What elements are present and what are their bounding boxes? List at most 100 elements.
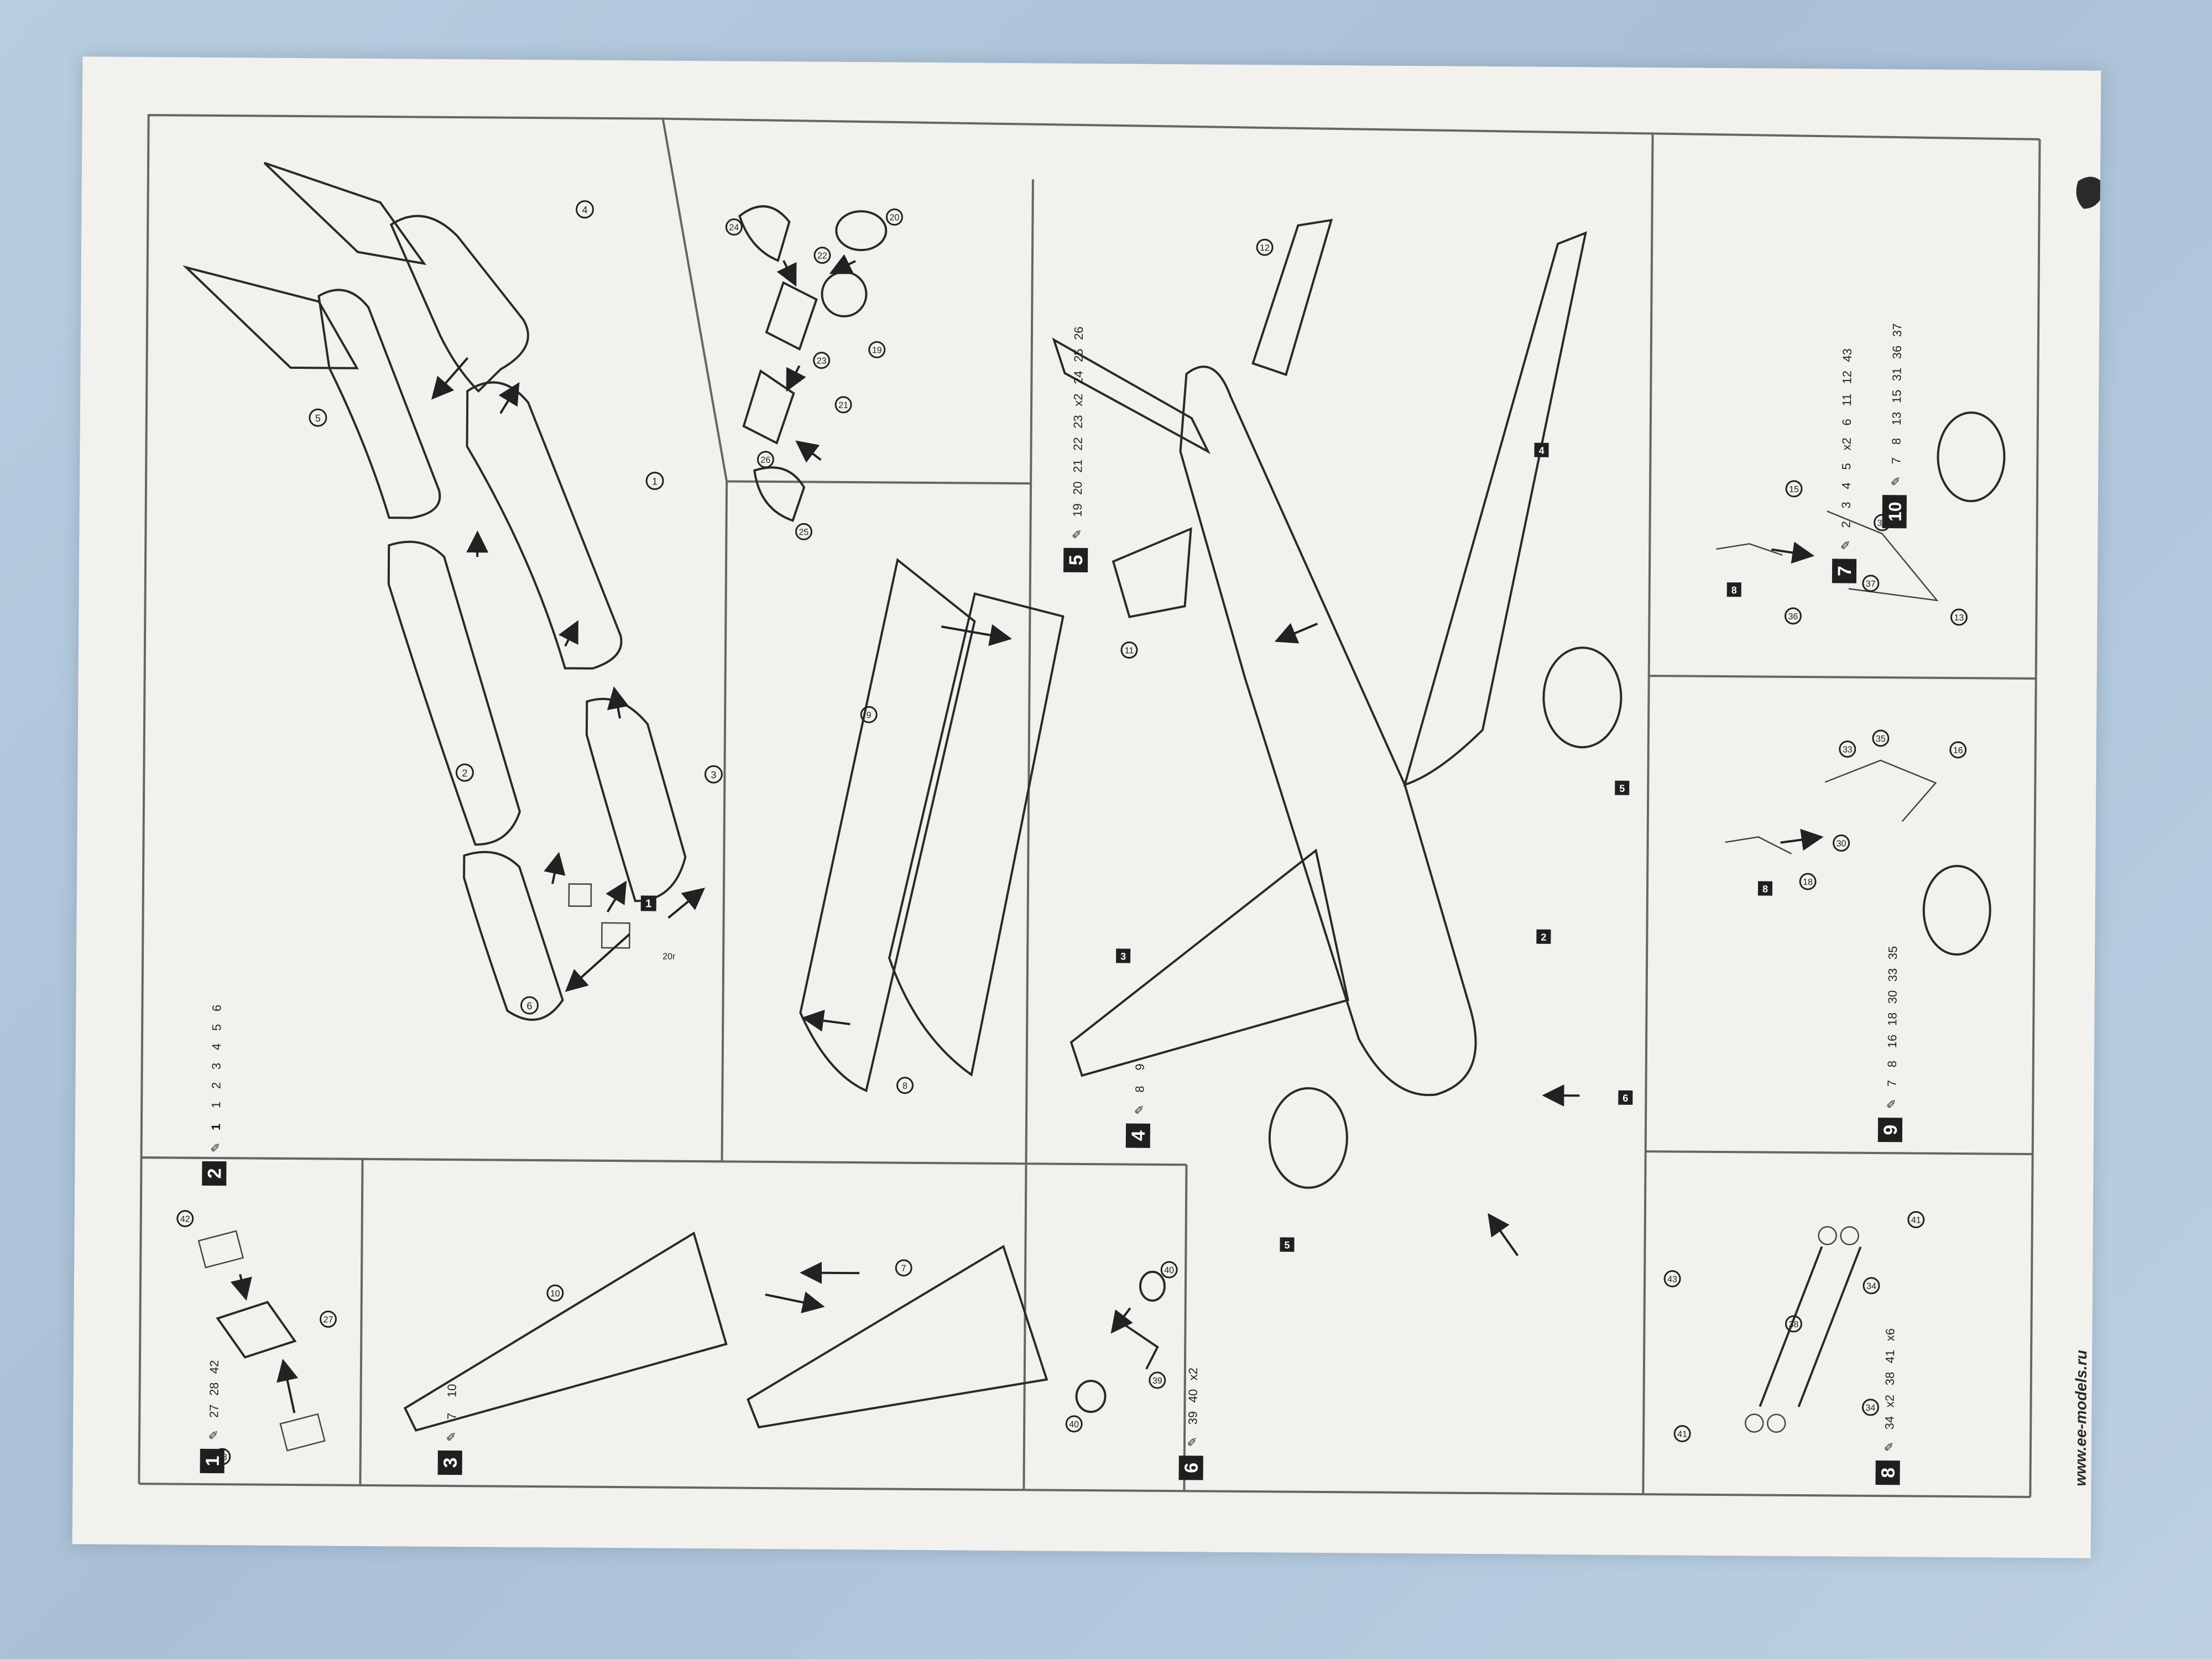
callout-34b: 34 xyxy=(1865,1404,1875,1413)
callout-3: 3 xyxy=(711,769,716,780)
step-1-header: 1 ✎ 27 28 42 xyxy=(200,1360,225,1474)
svg-text:25: 25 xyxy=(1072,348,1086,362)
callout-1: 1 xyxy=(652,476,658,487)
svg-text:20: 20 xyxy=(1071,481,1084,495)
svg-text:22: 22 xyxy=(1071,437,1085,451)
callout-41b: 41 xyxy=(1677,1430,1687,1439)
svg-text:36: 36 xyxy=(1890,346,1904,359)
glue-tube-icon: ✎ xyxy=(209,1142,223,1152)
callout-16: 16 xyxy=(1953,746,1963,755)
step-3-part-labels: 10 7 xyxy=(546,1259,912,1302)
step-8-header: 8 ✎ 34 x2 38 41 x6 xyxy=(1875,1328,1900,1485)
svg-text:12: 12 xyxy=(1840,371,1854,384)
substep-5-ref-b: 5 xyxy=(1284,1240,1290,1251)
svg-text:8: 8 xyxy=(1885,1061,1899,1067)
svg-text:1: 1 xyxy=(202,1455,223,1466)
step-3-drawing xyxy=(403,1232,1048,1432)
glue-tube-icon: ✎ xyxy=(1885,1099,1898,1109)
svg-text:10: 10 xyxy=(445,1384,459,1397)
glue-tube-icon: ✎ xyxy=(445,1431,458,1442)
svg-text:24: 24 xyxy=(1071,371,1085,384)
svg-text:6: 6 xyxy=(210,1005,223,1011)
svg-text:x2: x2 xyxy=(1186,1368,1200,1380)
callout-22: 22 xyxy=(817,252,827,261)
svg-text:40: 40 xyxy=(1186,1389,1199,1403)
step-9-header: 9 ✎ 7 8 16 18 30 33 35 xyxy=(1877,946,1903,1142)
callout-12: 12 xyxy=(1260,243,1270,253)
svg-text:13: 13 xyxy=(1890,412,1903,426)
step-1-part-labels: 42 27 28 xyxy=(176,1210,337,1465)
svg-text:16: 16 xyxy=(1885,1035,1899,1048)
svg-text:11: 11 xyxy=(1840,394,1854,406)
svg-text:4: 4 xyxy=(1839,482,1853,489)
callout-26: 26 xyxy=(760,456,770,465)
callout-13: 13 xyxy=(1954,613,1964,623)
svg-text:x2: x2 xyxy=(1882,1395,1896,1407)
svg-text:5: 5 xyxy=(1066,555,1087,565)
step-6-header: 6 ✎ 39 40 x2 xyxy=(1178,1368,1203,1480)
svg-text:43: 43 xyxy=(1840,348,1854,362)
svg-text:3: 3 xyxy=(440,1457,461,1468)
svg-text:2: 2 xyxy=(1839,521,1853,528)
callout-27: 27 xyxy=(324,1315,333,1324)
step-10-part-labels: 15 31 37 36 13 8 xyxy=(1726,480,1968,626)
callout-43: 43 xyxy=(1667,1275,1677,1284)
svg-text:x2: x2 xyxy=(1071,394,1085,406)
instruction-sheet: 4 1 5 2 3 6 1 20г 24 22 20 23 19 26 21 2… xyxy=(72,56,2101,1558)
svg-text:2: 2 xyxy=(209,1082,223,1089)
svg-text:7: 7 xyxy=(1885,1080,1899,1087)
substep-2-ref: 2 xyxy=(1541,932,1546,943)
step-7-part-labels: 12 4 11 3 2 5 5 6 43 xyxy=(1116,238,1681,1287)
step-4-drawing xyxy=(799,558,1065,1093)
step-7-header: 7 ✎ 2 3 4 5 x2 6 11 12 43 xyxy=(1832,348,1857,583)
callout-39: 39 xyxy=(1152,1376,1162,1386)
svg-text:3: 3 xyxy=(210,1063,223,1070)
callout-23: 23 xyxy=(817,357,827,366)
step-2-drawing xyxy=(182,161,706,1021)
substep-6-ref: 6 xyxy=(1623,1093,1628,1104)
svg-text:5: 5 xyxy=(1839,463,1853,469)
website-url: www.ee-models.ru xyxy=(2072,1350,2090,1486)
glue-tube-icon: ✎ xyxy=(1882,1442,1896,1452)
callout-5: 5 xyxy=(315,413,321,424)
glue-tube-icon: ✎ xyxy=(1889,476,1903,487)
callout-10: 10 xyxy=(550,1289,560,1298)
svg-text:10: 10 xyxy=(1885,502,1905,521)
callout-15: 15 xyxy=(1789,485,1799,494)
callout-24: 24 xyxy=(729,223,739,232)
svg-text:34: 34 xyxy=(1882,1416,1896,1430)
step-8-drawing xyxy=(1745,1226,1862,1433)
svg-text:28: 28 xyxy=(207,1382,221,1396)
callout-34a: 34 xyxy=(1866,1282,1876,1291)
svg-text:7: 7 xyxy=(1834,566,1855,576)
svg-text:19: 19 xyxy=(1071,503,1084,517)
step-4-header: 4 ✎ 8 9 xyxy=(1125,1063,1151,1148)
svg-text:39: 39 xyxy=(1186,1411,1199,1425)
svg-text:41: 41 xyxy=(1883,1350,1897,1364)
substep-8-ref-10: 8 xyxy=(1731,585,1737,596)
svg-text:3: 3 xyxy=(1839,502,1853,508)
callout-7: 7 xyxy=(901,1264,906,1274)
callout-18: 18 xyxy=(1803,878,1813,887)
svg-text:30: 30 xyxy=(1886,990,1900,1004)
svg-text:15: 15 xyxy=(1890,390,1903,404)
svg-text:1: 1 xyxy=(209,1102,223,1108)
callout-35: 35 xyxy=(1876,734,1886,744)
callout-38: 38 xyxy=(1789,1320,1799,1329)
callout-9: 9 xyxy=(867,711,872,720)
callout-40a: 40 xyxy=(1164,1266,1174,1275)
svg-text:x6: x6 xyxy=(1883,1328,1897,1341)
callout-33: 33 xyxy=(1843,745,1853,755)
glue-tube-icon: ✎ xyxy=(1070,529,1084,539)
substep-4-ref: 4 xyxy=(1538,445,1544,456)
callout-25: 25 xyxy=(799,528,809,537)
svg-text:33: 33 xyxy=(1886,968,1900,982)
callout-19: 19 xyxy=(872,346,882,355)
callout-41a: 41 xyxy=(1911,1215,1921,1225)
step-4-part-labels: 9 8 xyxy=(860,706,914,1094)
step-5-part-labels: 24 22 20 23 19 26 21 25 xyxy=(725,208,903,540)
step-9-part-labels: 33 35 16 18 30 8 xyxy=(1757,729,1967,896)
svg-text:1: 1 xyxy=(209,1124,223,1130)
step-3-header: 3 ✎ 7 10 xyxy=(437,1384,462,1475)
callout-4: 4 xyxy=(582,205,587,216)
